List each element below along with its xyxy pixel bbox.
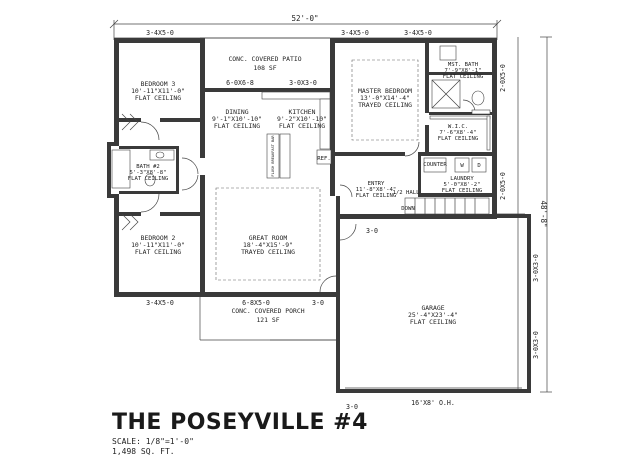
entry-size: 11'-8"X8'-4" [356, 187, 396, 193]
bedroom3-size: 10'-11"X11'-0" [131, 87, 185, 95]
bath2-size: 5'-3"X8'-8" [129, 170, 166, 176]
window-bed2-dim: 3-4X5-0 [146, 299, 174, 307]
door-front-dim: 3-0 [312, 299, 324, 307]
counter-label: COUNTER [423, 162, 447, 168]
plan-scale: SCALE: 1/8"=1'-0" [112, 437, 194, 446]
stairs [404, 197, 490, 215]
garage-window-2-dim: 3-0X3-0 [532, 331, 540, 359]
dryer-label: D [477, 163, 481, 169]
plan-area: 1,498 SQ. FT. [112, 447, 175, 456]
dining-ceiling: FLAT CEILING [214, 122, 260, 130]
ref-label: REF. [317, 156, 330, 162]
kitchen-ceiling: FLAT CEILING [279, 122, 325, 130]
master-name: MASTER BEDROOM [358, 87, 412, 95]
window-kitchen-dim: 3-0X3-0 [289, 79, 317, 87]
garage-door-dim: 16'X8' O.H. [411, 399, 455, 407]
right-window-2-dim: 2-0X5-0 [499, 172, 507, 200]
mst-bath-ceiling: FLAT CEILING [443, 74, 484, 80]
tray-ceilings [215, 59, 419, 281]
great-room-size: 18'-4"X15'-9" [243, 241, 293, 249]
patio-name: CONC. COVERED PATIO [228, 55, 301, 63]
great-room-ceiling: TRAYED CEILING [241, 248, 295, 256]
garage-ceiling: FLAT CEILING [410, 318, 456, 326]
down-label: DOWN [401, 206, 414, 212]
patio-area: 108 SF [253, 64, 276, 72]
overall-depth-dim: 48'-8" [539, 200, 548, 227]
kitchen-name: KITCHEN [289, 108, 316, 116]
porch-name: CONC. COVERED PORCH [231, 307, 304, 315]
bath2-ceiling: FLAT CEILING [128, 176, 169, 182]
bath2-name: BATH #2 [136, 164, 160, 170]
mst-bath-size: 7'-9"X8'-1" [444, 68, 481, 74]
dining-size: 9'-1"X10'-10" [212, 115, 262, 123]
doors [121, 99, 476, 293]
bedroom2-size: 10'-11"X11'-0" [131, 241, 185, 249]
kitchen-size: 9'-2"X10'-10" [277, 115, 327, 123]
laundry-size: 5'-0"X8'-2" [443, 182, 480, 188]
bedroom2-ceiling: FLAT CEILING [135, 248, 181, 256]
fixture-labels: REF. COUNTER W D DOWN 1/2 HALL FLUSH BRE… [271, 135, 481, 212]
wic-name: W.I.C. [448, 124, 468, 130]
mst-bath-name: MST. BATH [448, 62, 478, 68]
bedroom3-ceiling: FLAT CEILING [135, 94, 181, 102]
laundry-name: LAUNDRY [450, 176, 474, 182]
window-bed3-dim: 3-4X5-0 [146, 29, 174, 37]
great-room-name: GREAT ROOM [249, 234, 288, 242]
entry-ceiling: FLAT CEILING [356, 193, 397, 199]
right-window-1-dim: 2-0X5-0 [499, 64, 507, 92]
bedroom2-name: BEDROOM 2 [141, 234, 176, 242]
entry-name: ENTRY [368, 181, 385, 187]
step-label: 1/2 HALL [393, 190, 421, 196]
laundry-ceiling: FLAT CEILING [442, 188, 483, 194]
window-master-right-dim: 3-4X5-0 [404, 29, 432, 37]
bedroom3-name: BEDROOM 3 [141, 80, 176, 88]
overall-width-dim: 52'-0" [291, 14, 318, 23]
window-great-dim: 6-8X5-0 [242, 299, 270, 307]
outdoor-slabs [199, 37, 336, 341]
garage-window-1-dim: 3-0X3-0 [532, 254, 540, 282]
island-label: FLUSH BREAKFAST BAR [271, 135, 275, 177]
dining-name: DINING [225, 108, 248, 116]
fixtures [111, 45, 522, 389]
door-garage-side-dim: 3-0 [346, 403, 358, 411]
plan-title: THE POSEYVILLE #4 [112, 410, 368, 435]
master-ceiling: TRAYED CEILING [358, 101, 412, 109]
garage-size: 25'-4"X23'-4" [408, 311, 458, 319]
garage-name: GARAGE [421, 304, 444, 312]
master-size: 13'-0"X14'-4" [360, 94, 410, 102]
wic-size: 7'-6"X8'-4" [439, 130, 476, 136]
wic-ceiling: FLAT CEILING [438, 136, 479, 142]
window-dining-dim: 6-0X6-8 [226, 79, 254, 87]
room-labels: CONC. COVERED PATIO 108 SF BEDROOM 3 10'… [128, 55, 484, 326]
washer-label: W [460, 163, 464, 169]
dimension-labels: 52'-0" 48'-8" 3-4X5-0 3-4X5-0 3-4X5-0 6-… [146, 14, 548, 411]
window-master-left-dim: 3-4X5-0 [341, 29, 369, 37]
door-garage-entry-dim: 3-0 [366, 227, 378, 235]
walls [107, 38, 531, 393]
porch-area: 121 SF [256, 316, 279, 324]
